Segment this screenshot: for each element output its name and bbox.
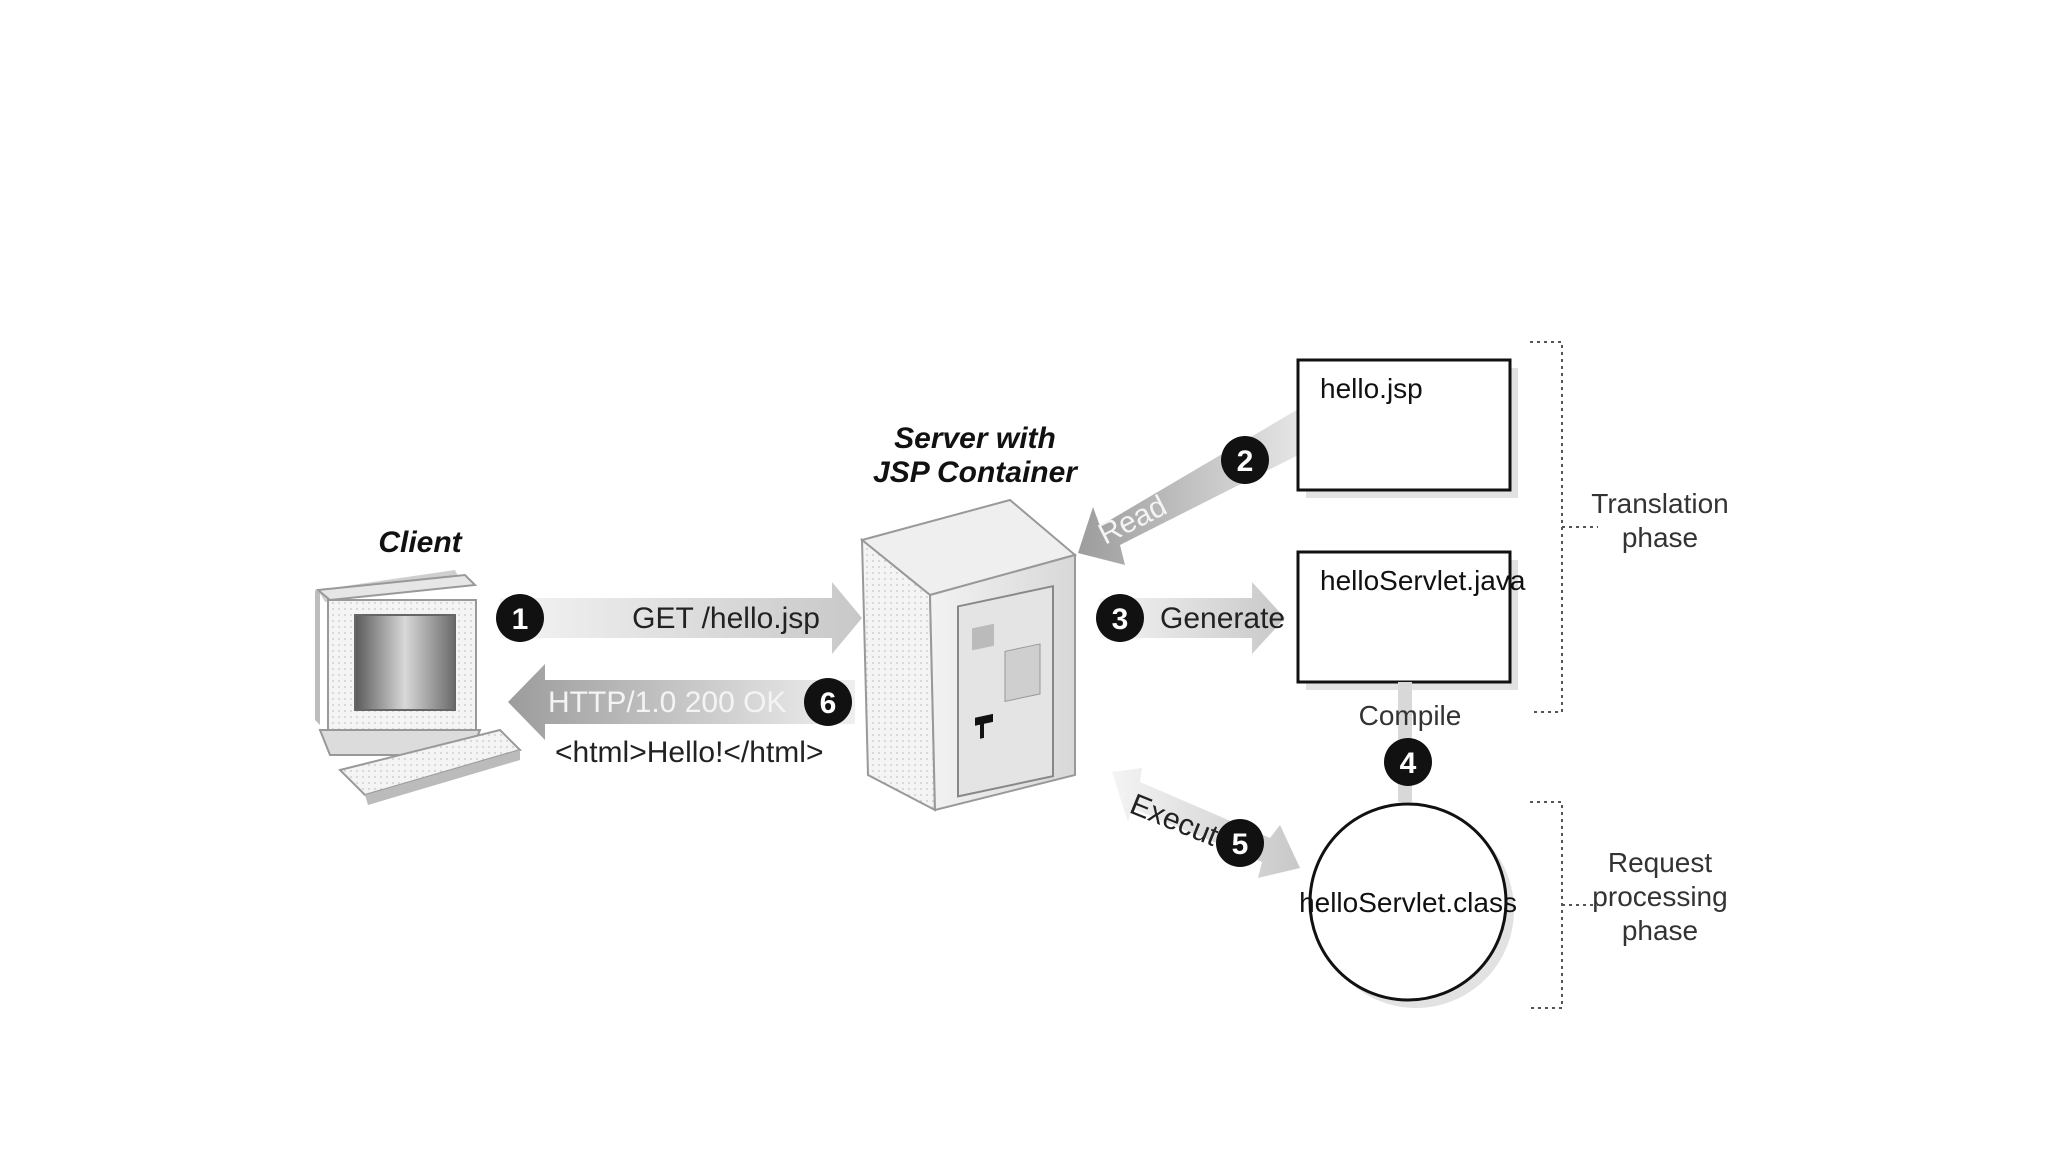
step-6-label: HTTP/1.0 200 OK	[548, 686, 786, 719]
step-6-number: 6	[820, 687, 837, 720]
server-tower-icon	[859, 498, 1078, 812]
step-4-badge	[1384, 738, 1432, 786]
read-arrow	[1078, 405, 1328, 565]
hello-servlet-java-file	[1296, 550, 1518, 690]
request-phase-line3: phase	[1622, 915, 1698, 946]
step-5-badge	[1216, 819, 1264, 867]
step-1-label: GET /hello.jsp	[632, 602, 820, 635]
step-2-number: 2	[1237, 445, 1254, 478]
server-label-line1: Server with	[894, 422, 1056, 455]
step-3-number: 3	[1112, 603, 1129, 636]
step-3-label: Generate	[1160, 602, 1285, 635]
hello-servlet-java-label: helloServlet.java	[1320, 565, 1526, 596]
response-body-text: <html>Hello!</html>	[555, 736, 823, 769]
request-phase-line2: processing	[1592, 881, 1727, 912]
hello-servlet-class-file	[1308, 802, 1514, 1008]
request-arrow	[500, 582, 862, 654]
step-5-number: 5	[1232, 828, 1249, 861]
request-phase-bracket	[1530, 801, 1598, 1009]
hello-servlet-class-label: helloServlet.class	[1299, 887, 1517, 918]
step-6-badge	[804, 678, 852, 726]
translation-phase-line1: Translation	[1591, 488, 1728, 519]
step-1-badge	[496, 594, 544, 642]
hello-jsp-file	[1296, 358, 1518, 498]
client-label: Client	[378, 526, 463, 559]
step-2-label: Read	[1093, 489, 1172, 551]
translation-phase-bracket	[1530, 341, 1598, 713]
step-2-badge	[1221, 436, 1269, 484]
translation-phase-line2: phase	[1622, 522, 1698, 553]
step-4-number: 4	[1400, 747, 1417, 780]
server-label-line2: JSP Container	[873, 456, 1079, 489]
response-arrow	[508, 664, 855, 740]
step-1-number: 1	[512, 603, 529, 636]
step-3-badge	[1096, 594, 1144, 642]
hello-jsp-label: hello.jsp	[1320, 373, 1423, 404]
step-4-label: Compile	[1359, 700, 1462, 731]
generate-arrow	[1100, 582, 1285, 654]
client-computer-icon	[315, 570, 522, 805]
request-phase-line1: Request	[1608, 847, 1713, 878]
